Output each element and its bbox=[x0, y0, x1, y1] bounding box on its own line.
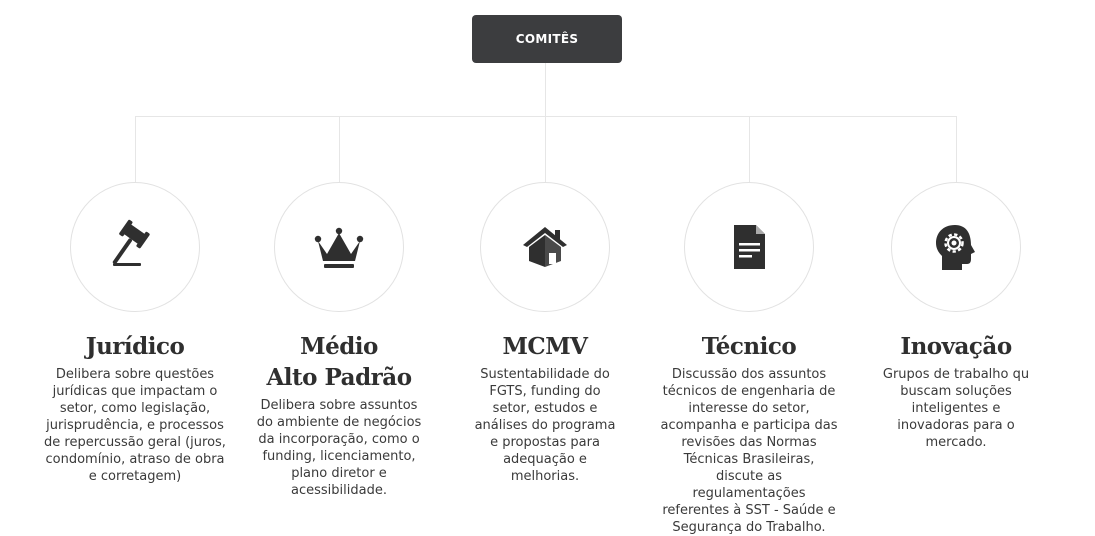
committee-icon-circle bbox=[684, 182, 814, 312]
committee-title: Jurídico bbox=[85, 333, 185, 360]
root-node-label: COMITÊS bbox=[515, 32, 579, 46]
committee-medio-alto-padrao: Médio Alto Padrão Delibera sobre assunto… bbox=[239, 182, 439, 499]
house-icon bbox=[523, 227, 567, 267]
connector-drop-tecnico bbox=[749, 116, 750, 182]
connector-drop-mcmv bbox=[545, 116, 546, 182]
committee-title: Inovação bbox=[900, 333, 1012, 360]
head-gear-icon bbox=[936, 225, 975, 270]
committee-icon-circle bbox=[70, 182, 200, 312]
committee-title: Médio Alto Padrão bbox=[266, 333, 412, 391]
committee-icon-circle bbox=[274, 182, 404, 312]
connector-drop-inovacao bbox=[956, 116, 957, 182]
crown-icon bbox=[314, 227, 364, 268]
document-icon bbox=[734, 225, 765, 269]
committee-mcmv: MCMV Sustentabilidade do FGTS, funding d… bbox=[445, 182, 645, 485]
committee-description: Delibera sobre assuntos do ambiente de n… bbox=[256, 398, 422, 498]
committee-description: Delibera sobre questões jurídicas que im… bbox=[44, 367, 226, 484]
committee-description: Grupos de trabalho qu buscam soluções in… bbox=[882, 367, 1030, 450]
committee-description: Sustentabilidade do FGTS, funding do set… bbox=[474, 367, 616, 484]
gavel-icon bbox=[112, 219, 150, 266]
committee-icon-circle bbox=[480, 182, 610, 312]
committee-tecnico: Técnico Discussão dos assuntos técnicos … bbox=[649, 182, 849, 536]
committee-inovacao: Inovação Grupos de trabalho qu buscam so… bbox=[856, 182, 1056, 451]
connector-horizontal bbox=[135, 116, 957, 117]
committee-title: MCMV bbox=[502, 333, 588, 360]
committee-icon-circle bbox=[891, 182, 1021, 312]
committee-description: Discussão dos assuntos técnicos de engen… bbox=[660, 367, 838, 535]
connector-drop-juridico bbox=[135, 116, 136, 182]
connector-root-stem bbox=[545, 63, 546, 116]
root-node-comites: COMITÊS bbox=[472, 15, 622, 63]
connector-drop-medio bbox=[339, 116, 340, 182]
committee-juridico: Jurídico Delibera sobre questões jurídic… bbox=[35, 182, 235, 485]
committee-title: Técnico bbox=[701, 333, 797, 360]
